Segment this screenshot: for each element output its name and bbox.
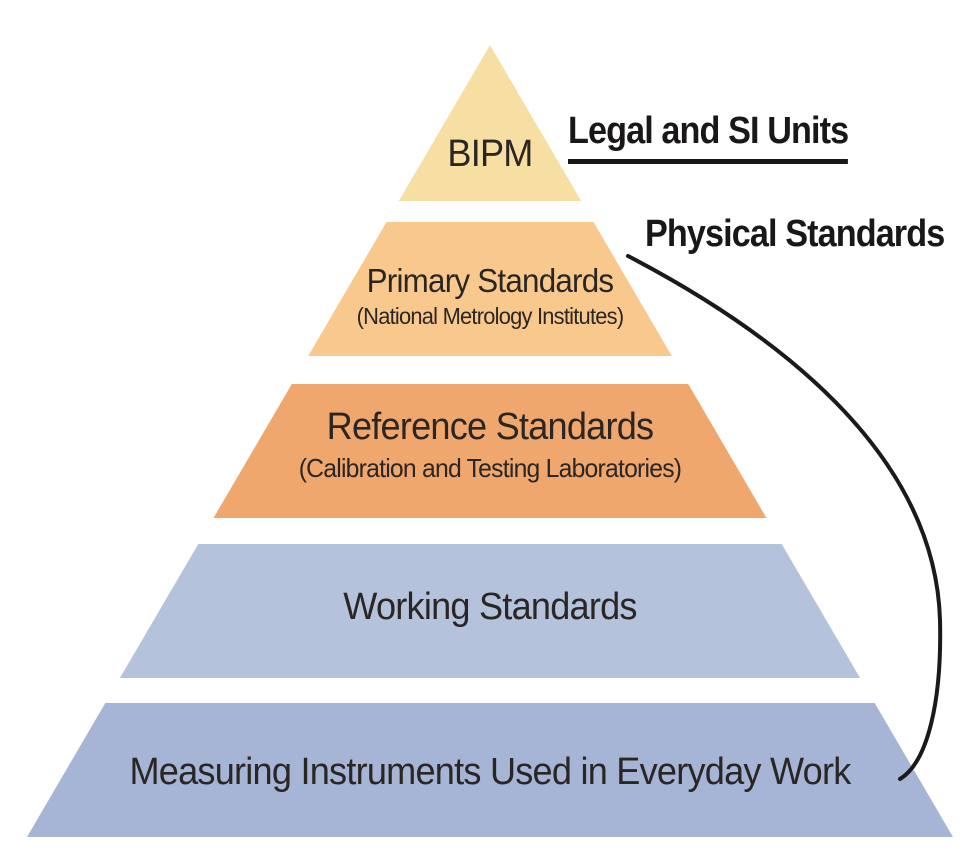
tier-working-standards-shape <box>119 544 861 678</box>
tier-label-primary-standards: Primary Standards (National Metrology In… <box>25 262 956 330</box>
tier-label-text: Measuring Instruments Used in Everyday W… <box>129 751 851 793</box>
annotation-text: Legal and SI Units <box>568 111 849 164</box>
tier-label-text: Working Standards <box>343 586 637 628</box>
tier-bipm-shape <box>398 45 582 201</box>
tier-label-reference-standards: Reference Standards (Calibration and Tes… <box>25 406 956 483</box>
tier-label-bipm: BIPM <box>25 133 956 176</box>
tier-sublabel-text: (National Metrology Institutes) <box>356 302 624 329</box>
tier-primary-standards-shape <box>308 222 672 356</box>
tier-label-text: Reference Standards <box>326 406 654 448</box>
tier-measuring-instruments-shape <box>27 703 953 837</box>
tier-reference-standards-shape <box>213 384 767 518</box>
tier-label-working-standards: Working Standards <box>25 586 956 629</box>
physical-standards-connector-line <box>626 254 943 781</box>
annotation-text: Physical Standards <box>645 213 945 255</box>
annotation-physical-standards: Physical Standards <box>645 213 945 255</box>
annotation-legal-si-units: Legal and SI Units <box>568 111 849 164</box>
tier-label-measuring-instruments: Measuring Instruments Used in Everyday W… <box>25 751 956 794</box>
tier-sublabel-text: (Calibration and Testing Laboratories) <box>298 452 682 483</box>
tier-label-text: Primary Standards <box>366 262 614 299</box>
tier-label-text: BIPM <box>447 133 533 175</box>
